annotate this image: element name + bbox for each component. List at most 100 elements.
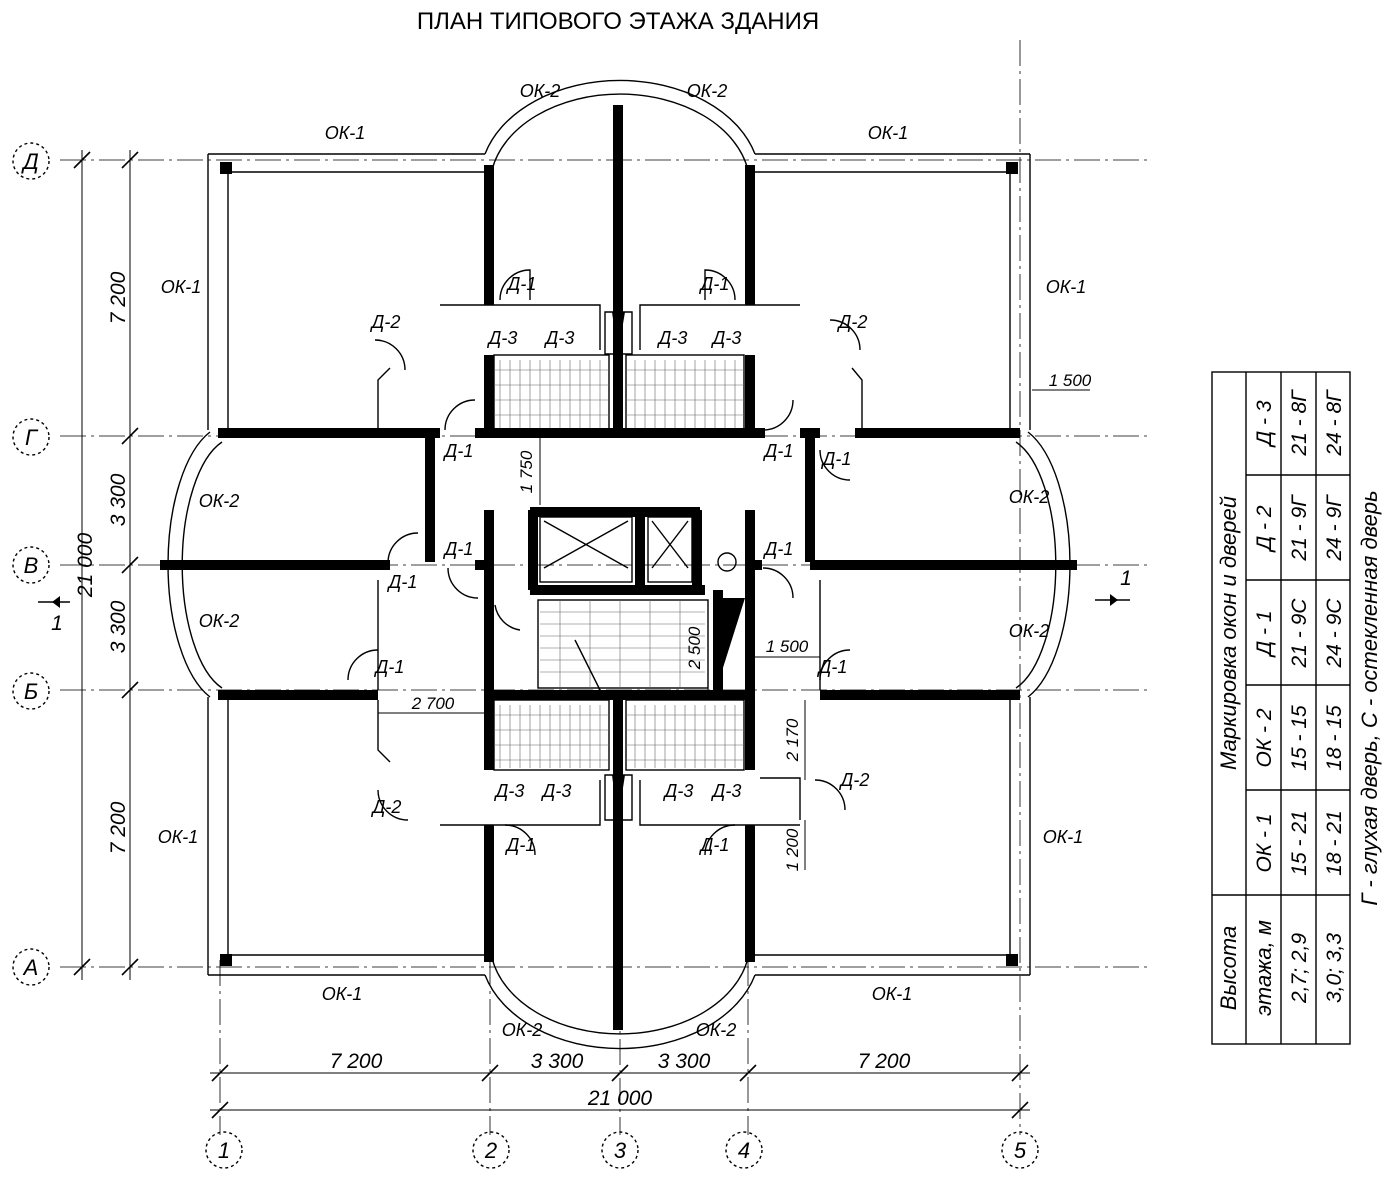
label-d3: Д-3 xyxy=(544,328,575,348)
legend-note: Г - глухая дверь, С - остекленная дверь xyxy=(1357,490,1382,905)
svg-text:1: 1 xyxy=(1120,567,1132,590)
label-d3: Д-3 xyxy=(487,328,518,348)
legend-row2-d2: 24 - 9Г xyxy=(1323,494,1346,562)
legend-col-d2: Д - 2 xyxy=(1253,505,1276,552)
label-ok1: ОК-1 xyxy=(322,984,363,1004)
legend-col-ok2: ОК - 2 xyxy=(1253,708,1276,767)
label-ok1: ОК-1 xyxy=(1043,827,1084,847)
dim-inner-2700: 2 700 xyxy=(411,694,455,713)
elevator-shafts xyxy=(539,516,737,583)
label-d1: Д-1 xyxy=(506,274,537,294)
legend-col-d1: Д - 1 xyxy=(1253,610,1276,657)
label-d1: Д-1 xyxy=(817,657,848,677)
axis-label-D: Д xyxy=(20,149,39,174)
label-ok2: ОК-2 xyxy=(696,1020,737,1040)
axis-label-5: 5 xyxy=(1014,1138,1027,1163)
axis-label-3: 3 xyxy=(614,1138,627,1163)
legend-col-ok1: ОК - 1 xyxy=(1253,813,1276,872)
label-d3: Д-3 xyxy=(657,328,688,348)
dim-inner-1500-right: 1 500 xyxy=(1049,371,1092,390)
label-ok1: ОК-1 xyxy=(1046,277,1087,297)
legend-row2-height: 3,0; 3,3 xyxy=(1323,933,1346,1003)
dim-inner-2170: 2 170 xyxy=(783,718,802,762)
label-ok2: ОК-2 xyxy=(1009,621,1050,641)
legend-row1-d3: 21 - 8Г xyxy=(1288,389,1311,457)
label-d3: Д-3 xyxy=(711,328,742,348)
label-ok1: ОК-1 xyxy=(161,277,202,297)
corner-columns xyxy=(220,162,1018,966)
dim-inner-1200: 1 200 xyxy=(783,828,802,871)
stair-flights xyxy=(493,354,745,771)
door-swings xyxy=(347,269,861,856)
section-mark-left: 1 xyxy=(38,596,70,635)
label-d1: Д-1 xyxy=(443,539,474,559)
legend-row1-ok2: 15 - 15 xyxy=(1288,705,1311,771)
exterior-walls xyxy=(167,79,1071,1050)
dim-inner-2500: 2 500 xyxy=(685,626,704,670)
label-ok1: ОК-1 xyxy=(325,123,366,143)
label-ok2: ОК-2 xyxy=(1009,487,1050,507)
label-d1: Д-1 xyxy=(763,441,794,461)
label-d2: Д-2 xyxy=(371,797,402,817)
dim-left-total: 21 000 xyxy=(74,533,97,599)
legend-row1-d2: 21 - 9Г xyxy=(1288,494,1311,562)
label-d3: Д-3 xyxy=(541,781,572,801)
label-d1: Д-1 xyxy=(443,441,474,461)
axis-label-4: 4 xyxy=(738,1138,750,1163)
label-d2: Д-2 xyxy=(837,312,868,332)
legend-row1-height: 2,7; 2,9 xyxy=(1288,933,1311,1004)
legend-row2-ok1: 18 - 21 xyxy=(1323,810,1346,875)
bearing-walls xyxy=(160,105,1077,1030)
axis-label-G: Г xyxy=(25,425,39,450)
axis-label-A: А xyxy=(22,955,39,980)
label-d1: Д-1 xyxy=(374,657,405,677)
label-d2: Д-2 xyxy=(839,770,870,790)
label-d3: Д-3 xyxy=(711,781,742,801)
label-d1: Д-1 xyxy=(821,449,852,469)
legend-row2-d3: 24 - 8Г xyxy=(1323,389,1346,457)
dim-bottom-span-4: 7 200 xyxy=(858,1050,911,1073)
label-d1: Д-1 xyxy=(699,835,730,855)
legend-table: Маркировка окон и дверей Высота этажа, м… xyxy=(1211,371,1382,1045)
svg-text:1: 1 xyxy=(51,612,63,635)
axis-bubbles-letters: Д Г В Б А xyxy=(12,142,50,986)
label-ok2: ОК-2 xyxy=(199,611,240,631)
label-d1: Д-1 xyxy=(763,539,794,559)
label-ok2: ОК-2 xyxy=(502,1020,543,1040)
axis-label-1: 1 xyxy=(218,1138,230,1163)
axis-bubbles-numbers: 1 2 3 4 5 xyxy=(205,1131,1039,1169)
dim-left-span-4: 7 200 xyxy=(107,801,130,854)
door-labels: Д-1 Д-1 Д-2 Д-2 Д-3 Д-3 Д-3 Д-3 Д-1 Д-1 … xyxy=(370,274,870,855)
dim-inner-1750: 1 750 xyxy=(517,450,536,493)
label-d1: Д-1 xyxy=(387,572,418,592)
legend-heading: Маркировка окон и дверей xyxy=(1216,496,1241,770)
label-ok1: ОК-1 xyxy=(872,984,913,1004)
label-d2: Д-2 xyxy=(370,312,401,332)
legend-col-d3: Д - 3 xyxy=(1253,400,1276,447)
label-d3: Д-3 xyxy=(663,781,694,801)
legend-row1-d1: 21 - 9С xyxy=(1288,598,1311,669)
legend-row2-ok2: 18 - 15 xyxy=(1323,705,1346,771)
legend-height-header-1: Высота xyxy=(1216,926,1241,1010)
ventilation-shafts xyxy=(604,311,745,821)
legend-row1-ok1: 15 - 21 xyxy=(1288,810,1311,875)
dim-left-span-3: 3 300 xyxy=(107,600,130,653)
dim-left-span-2: 3 300 xyxy=(107,473,130,526)
drawing-title: ПЛАН ТИПОВОГО ЭТАЖА ЗДАНИЯ xyxy=(417,8,819,35)
partitions xyxy=(377,304,863,826)
dim-bottom-span-1: 7 200 xyxy=(330,1050,383,1073)
axis-label-2: 2 xyxy=(484,1138,497,1163)
axis-label-V: В xyxy=(24,553,39,578)
window-labels: ОК-1 ОК-1 ОК-2 ОК-2 ОК-1 ОК-1 ОК-2 ОК-2 … xyxy=(158,81,1087,1040)
label-ok2: ОК-2 xyxy=(520,81,561,101)
legend-row2-d1: 24 - 9С xyxy=(1323,598,1346,669)
label-d1: Д-1 xyxy=(699,274,730,294)
label-d1: Д-1 xyxy=(505,835,536,855)
section-mark-right: 1 xyxy=(1095,567,1132,606)
label-ok1: ОК-1 xyxy=(158,827,199,847)
label-ok2: ОК-2 xyxy=(199,491,240,511)
label-d3: Д-3 xyxy=(494,781,525,801)
label-ok2: ОК-2 xyxy=(687,81,728,101)
dim-inner-1500-mid: 1 500 xyxy=(766,637,809,656)
